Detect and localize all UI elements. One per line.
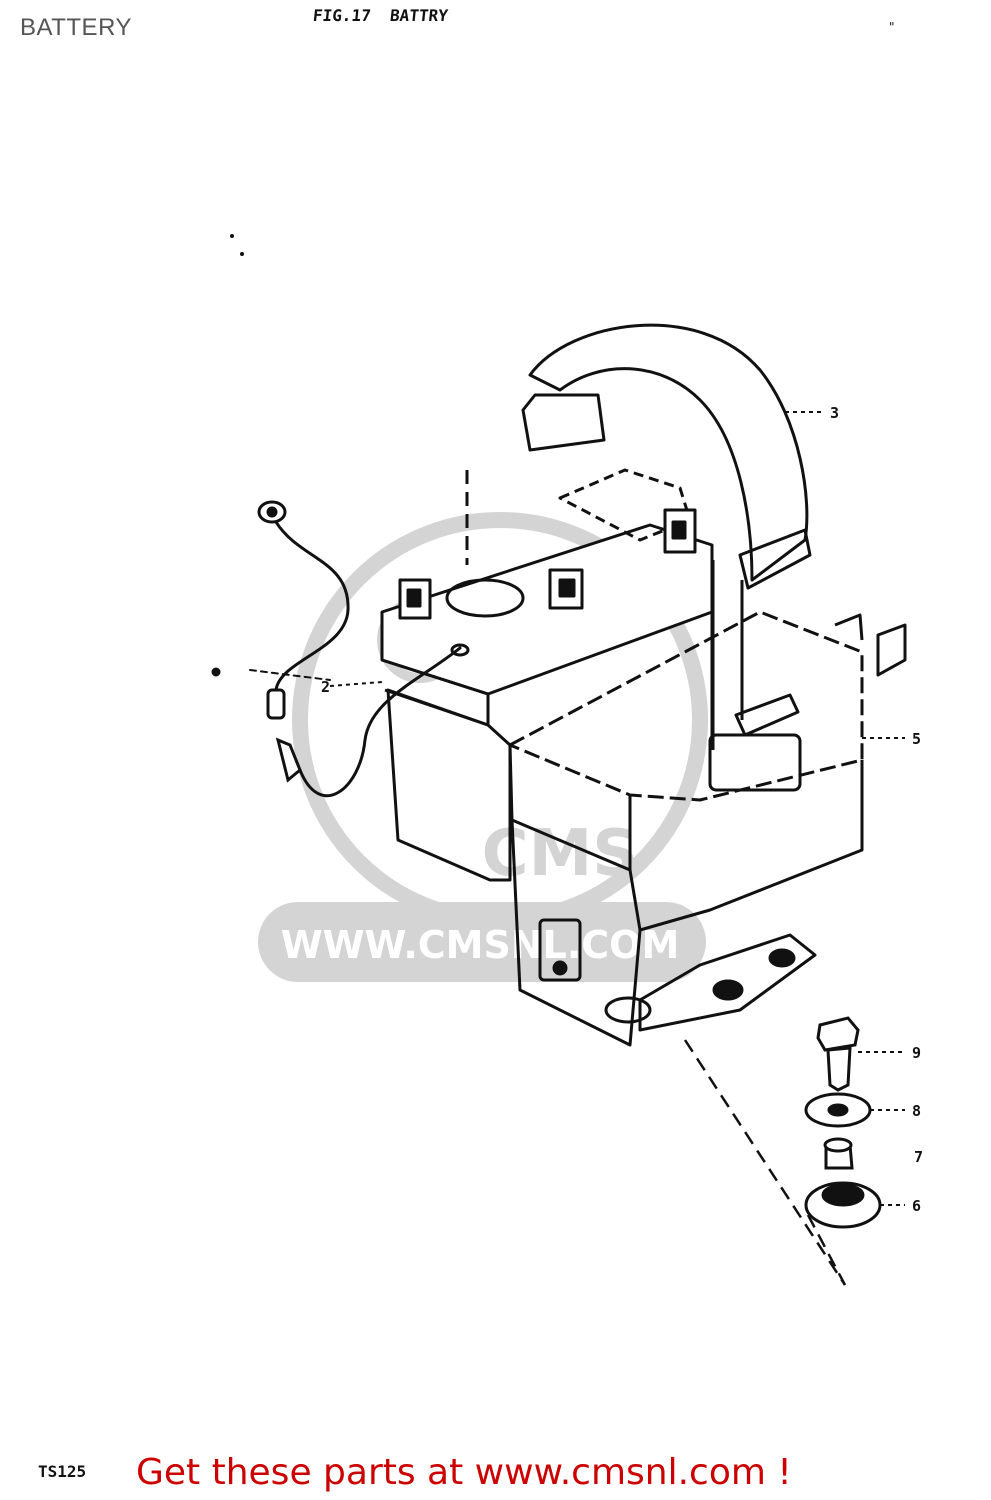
tube-end [450, 643, 470, 657]
terminal-positive-bolt [671, 520, 687, 540]
mounting-hardware [804, 1016, 882, 1229]
guide-line-a [683, 1039, 847, 1286]
terminal-negative [398, 578, 432, 620]
holder-window [708, 733, 802, 792]
side-slot-rivet [552, 960, 568, 976]
leader-2 [329, 681, 383, 687]
lead-dot [211, 667, 221, 677]
holder-tab [734, 693, 800, 737]
terminal-middle-bolt [558, 578, 576, 598]
battery-body [386, 688, 512, 882]
battery-vent-cap [445, 578, 525, 618]
stray-mark-a [230, 234, 234, 238]
callout-7: 7 [914, 1148, 923, 1166]
page-title: BATTERY [20, 14, 132, 41]
mount-hole-right [768, 948, 796, 968]
callout-3: 3 [830, 404, 839, 422]
bolt-shank [826, 1046, 852, 1092]
battery-strap [521, 323, 812, 750]
grommet-center [821, 1183, 865, 1207]
callout-6: 6 [912, 1197, 921, 1215]
corner-mark: " [889, 20, 895, 34]
lead-dashed-guide [249, 669, 331, 681]
callout-8: 8 [912, 1102, 921, 1120]
holder-body [508, 744, 864, 1047]
mount-hole-left [712, 979, 744, 1001]
mount-hole-front [604, 996, 652, 1024]
watermark-banner [258, 902, 706, 982]
breather-tube [211, 500, 470, 798]
lead-connector-a [266, 688, 286, 720]
strap-buckle [738, 528, 812, 590]
holder-side-slot [538, 918, 582, 982]
lead-ring-hole [266, 506, 278, 518]
callout-9: 9 [912, 1044, 921, 1062]
strap-band [528, 323, 809, 582]
bolt-head [816, 1016, 860, 1052]
tube-line [298, 646, 462, 798]
holder-clip [834, 613, 864, 641]
lead-ring-terminal [257, 500, 287, 524]
battery-holder [508, 610, 907, 1047]
holder-bracket [876, 623, 907, 677]
stray-mark-b [240, 252, 244, 256]
guide-line-b [806, 1214, 847, 1286]
battery [380, 468, 714, 882]
lead-wire [274, 520, 350, 692]
strap-hook [521, 393, 606, 452]
callout-leaders [329, 411, 905, 1206]
model-code: TS125 [38, 1462, 87, 1481]
assembly-guides [683, 1039, 847, 1286]
terminal-negative-bolt [406, 588, 422, 608]
watermark-url: WWW.CMSNL.COM [281, 923, 680, 967]
callout-5: 5 [912, 730, 921, 748]
get-parts-link[interactable]: Get these parts at www.cmsnl.com ! [136, 1452, 792, 1493]
spacer-top [823, 1137, 853, 1153]
battery-cap-outline [558, 468, 692, 542]
callout-2: 2 [321, 678, 330, 696]
washer-hole [827, 1103, 849, 1117]
